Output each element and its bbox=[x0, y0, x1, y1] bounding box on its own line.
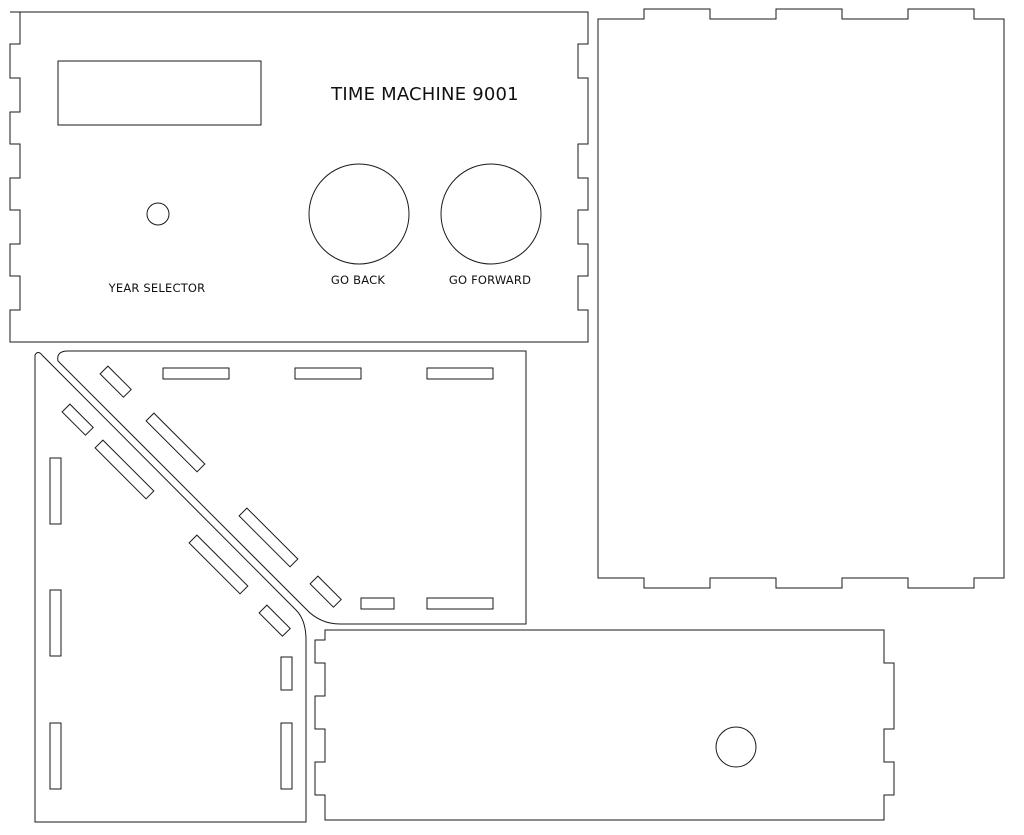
side-panel-triangle bbox=[34, 352, 307, 823]
slot bbox=[258, 604, 291, 637]
cable-hole bbox=[715, 726, 757, 768]
slot bbox=[280, 722, 293, 790]
back-panel bbox=[314, 629, 895, 821]
slot bbox=[49, 457, 62, 525]
front-panel-outline bbox=[9, 11, 589, 343]
panel-title: TIME MACHINE 9001 bbox=[330, 84, 519, 105]
slot bbox=[145, 412, 206, 473]
slot bbox=[294, 367, 362, 380]
top-panel bbox=[597, 8, 1005, 589]
slot bbox=[309, 575, 342, 608]
go-back-label: GO BACK bbox=[331, 273, 385, 287]
side-panel-outline bbox=[34, 352, 307, 823]
back-panel-outline bbox=[314, 629, 895, 821]
slot bbox=[99, 365, 132, 398]
slot bbox=[49, 589, 62, 657]
slot bbox=[94, 439, 155, 500]
display-window-cutout bbox=[57, 60, 262, 126]
top-panel-outline bbox=[597, 8, 1005, 589]
slot bbox=[188, 534, 249, 595]
year-selector-label: YEAR SELECTOR bbox=[108, 281, 206, 295]
rounded-panel-slots bbox=[99, 365, 494, 610]
go-forward-button-hole bbox=[440, 163, 542, 265]
go-back-button-hole bbox=[308, 163, 410, 265]
slot bbox=[280, 656, 293, 691]
slot bbox=[426, 597, 494, 610]
slot bbox=[61, 403, 94, 436]
side-panel-rounded-outline bbox=[57, 350, 527, 625]
year-selector-knob-hole bbox=[146, 202, 170, 226]
slot bbox=[49, 722, 62, 790]
front-panel: TIME MACHINE 9001 YEAR SELECTOR GO BACK … bbox=[9, 11, 589, 343]
side-panel-slots bbox=[49, 403, 293, 790]
slot bbox=[360, 597, 395, 610]
slot bbox=[238, 507, 299, 568]
slot bbox=[426, 367, 494, 380]
slot bbox=[162, 367, 230, 380]
go-forward-label: GO FORWARD bbox=[449, 273, 531, 287]
side-panel-rounded bbox=[57, 350, 527, 625]
